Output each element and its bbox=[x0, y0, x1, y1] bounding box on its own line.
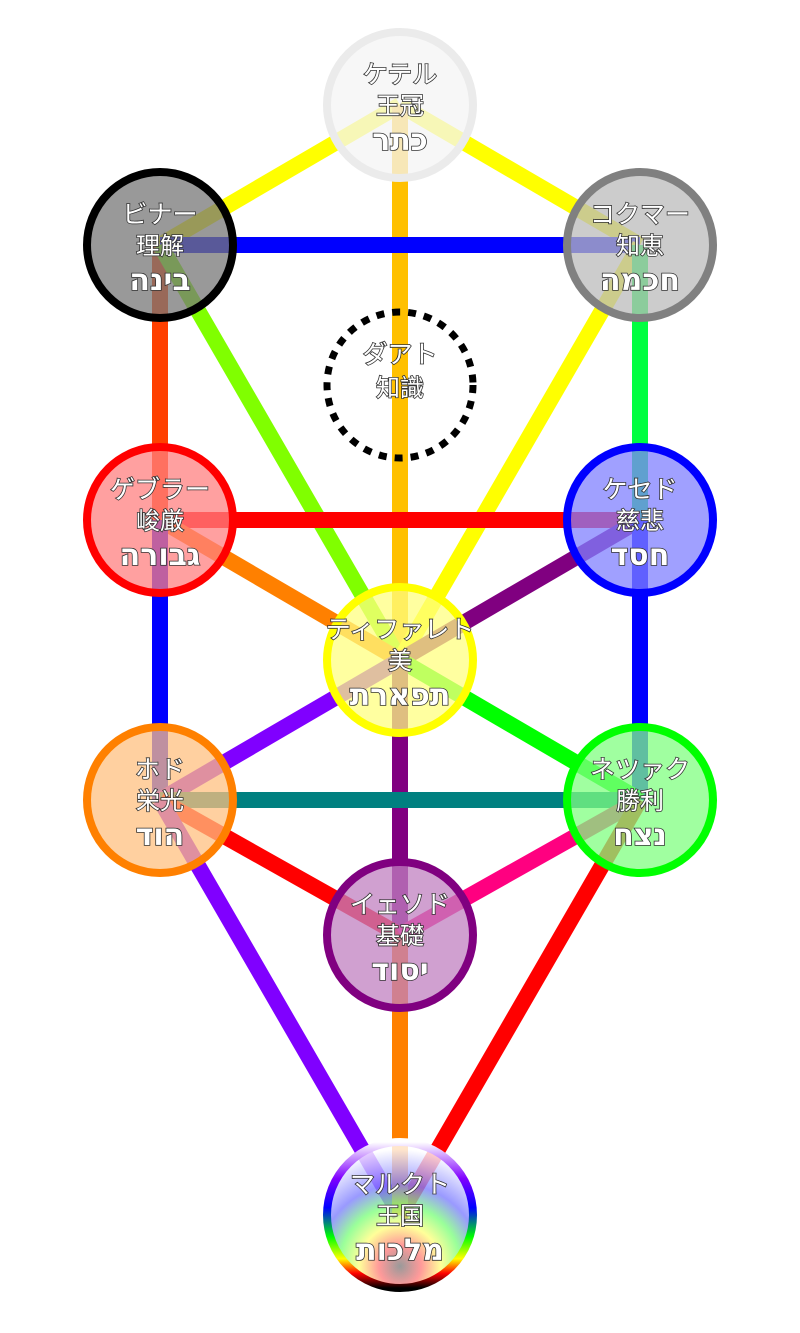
sephira-hebrew-label: נצח bbox=[613, 818, 667, 853]
sephira-katakana-label: ゲブラー bbox=[110, 475, 210, 504]
sephira-circle bbox=[323, 1138, 477, 1292]
sephira-katakana-label: ダアト bbox=[362, 340, 437, 369]
sephira-kanji-label: 美 bbox=[388, 647, 412, 675]
sephira-hebrew-label: חסד bbox=[611, 538, 670, 573]
sephira-hebrew-label: כתר bbox=[372, 123, 428, 158]
path-chokmah-tiferet bbox=[393, 240, 647, 665]
sephira-circle bbox=[323, 308, 477, 462]
sephira-kanji-label: 慈悲 bbox=[616, 507, 664, 535]
sephira-circle bbox=[83, 723, 237, 877]
sephira-hebrew-label: בינה bbox=[129, 263, 190, 298]
sephira-kanji-label: 峻厳 bbox=[136, 507, 184, 535]
sephira-katakana-label: コクマー bbox=[590, 200, 690, 229]
sephira-katakana-label: ホド bbox=[135, 755, 185, 784]
sephira-kanji-label: 王冠 bbox=[376, 92, 424, 120]
sephira-katakana-label: ティファレト bbox=[326, 615, 475, 644]
sephira-katakana-label: ビナー bbox=[122, 200, 197, 229]
sephira-hebrew-label: יסוד bbox=[371, 953, 428, 988]
sephira-circle bbox=[323, 583, 477, 737]
sephira-circle bbox=[83, 168, 237, 322]
sephira-kanji-label: 知識 bbox=[376, 374, 424, 402]
sephira-circle bbox=[83, 443, 237, 597]
sephira-kanji-label: 王国 bbox=[376, 1202, 424, 1230]
sephira-kanji-label: 理解 bbox=[136, 232, 184, 260]
sephira-circle bbox=[323, 858, 477, 1012]
sephira-circle bbox=[323, 28, 477, 182]
sephira-kanji-label: 勝利 bbox=[616, 787, 664, 815]
sephira-kanji-label: 基礎 bbox=[376, 922, 424, 950]
sephira-katakana-label: ケセド bbox=[602, 475, 677, 504]
path-netzach-malkuth bbox=[393, 795, 647, 1220]
sephira-hebrew-label: מלכות bbox=[356, 1233, 444, 1268]
path-hod-malkuth bbox=[153, 795, 407, 1220]
sephira-kanji-label: 知恵 bbox=[616, 232, 664, 260]
sephira-katakana-label: イェソド bbox=[350, 890, 450, 919]
sephira-circle bbox=[563, 723, 717, 877]
sephira-circle bbox=[563, 443, 717, 597]
sephira-hebrew-label: הוד bbox=[136, 818, 185, 853]
sephira-hebrew-label: גבורה bbox=[120, 538, 201, 573]
sephira-hebrew-label: חכמה bbox=[600, 263, 680, 298]
sephira-katakana-label: ケテル bbox=[363, 60, 438, 89]
sephira-kanji-label: 栄光 bbox=[136, 787, 184, 815]
sephira-katakana-label: ネツァク bbox=[590, 755, 690, 784]
sephira-circle bbox=[563, 168, 717, 322]
sephira-hebrew-label: תפארת bbox=[350, 678, 451, 713]
sephira-katakana-label: マルクト bbox=[350, 1170, 450, 1199]
path-binah-tiferet bbox=[153, 240, 407, 665]
